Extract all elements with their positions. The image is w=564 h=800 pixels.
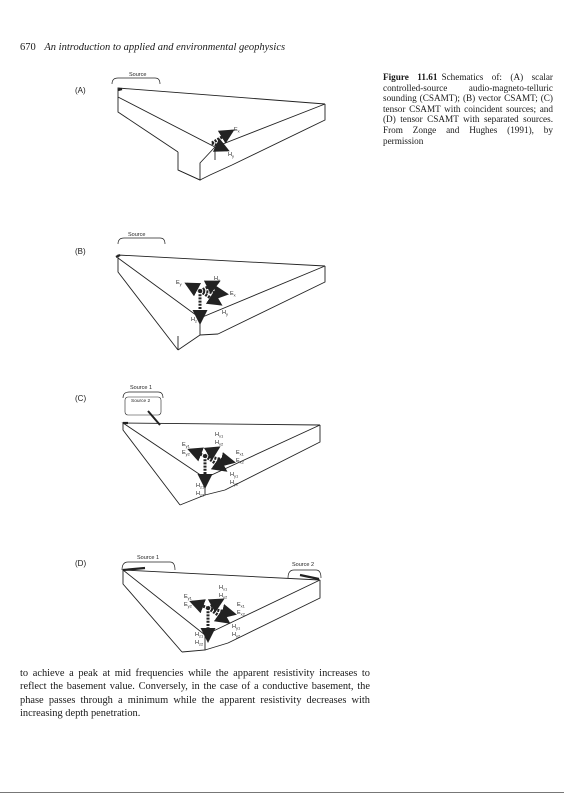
ey1-label-c: Ey1 [182,442,191,449]
figure-caption-text: Schematics of: (A) scalar controlled-sou… [383,72,553,146]
hx2-label-c: Hx2 [215,440,224,447]
ey2-label-c: Ey2 [182,450,191,457]
figure-label: Figure 11.61 [383,72,438,82]
hx2-label-d: Hx2 [219,593,228,600]
hy1-label-c: Hy1 [230,472,239,479]
hx1-label-d: Hx1 [219,585,228,592]
page-number: 670 [20,42,36,53]
block-diagram-d [121,561,322,653]
hy2-label-d: Hy2 [232,632,241,639]
bottom-rule [0,792,564,793]
source1-label-c: Source 1 [130,385,152,391]
source1-label-d: Source 1 [137,555,159,561]
source-label-a: Source [129,72,146,78]
hz-label-b: Hz [191,317,197,324]
hy-label-b: Hy [222,310,228,317]
ex1-label-c: Ex1 [236,450,245,457]
hx1-label-c: Hx1 [215,432,224,439]
panel-label-c: (C) [75,394,87,403]
hz2-label-c: Hz2 [196,491,205,498]
hx-label-b: Hx [214,276,220,283]
panel-label-b: (B) [75,247,86,256]
ex-label-a: Ex [234,127,240,134]
source-label-b: Source [128,232,145,238]
ex-label-b: Ex [230,291,236,298]
hz2-label-d: Hz2 [195,640,204,647]
hy1-label-d: Hy1 [232,624,241,631]
block-diagram-b [115,237,326,351]
hz1-label-c: Hz1 [196,483,205,490]
hy-label-a: Hy [228,152,234,159]
ey-label-b: Ey [176,280,182,287]
ex2-label-d: Ex2 [237,610,246,617]
running-header: 670 An introduction to applied and envir… [20,42,285,53]
ex1-label-d: Ex1 [237,602,246,609]
source2-label-d: Source 2 [292,562,314,568]
hz1-label-d: Hz1 [195,632,204,639]
ex2-label-c: Ex2 [236,458,245,465]
ey2-label-d: Ey2 [184,602,193,609]
source2-label-c: Source 2 [131,398,151,404]
panel-label-a: (A) [75,86,86,95]
body-paragraph: to achieve a peak at mid frequencies whi… [20,668,370,720]
running-title: An introduction to applied and environme… [44,42,286,53]
block-diagram-a [111,77,326,181]
block-diagram-c [121,391,321,506]
hy2-label-c: Hy2 [230,480,239,487]
panel-label-d: (D) [75,559,87,568]
ey1-label-d: Ey1 [184,594,193,601]
